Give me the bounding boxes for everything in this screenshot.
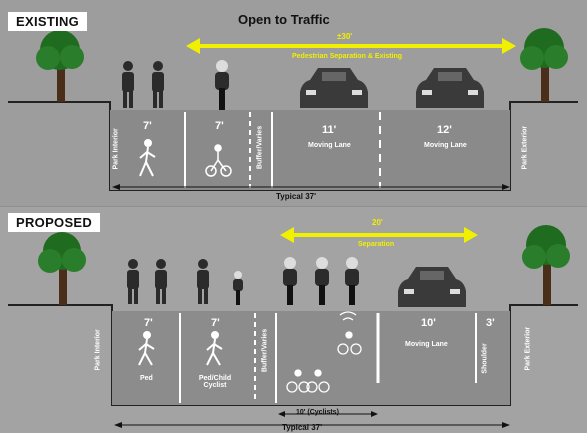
lane-name: Moving Lane bbox=[424, 142, 467, 149]
lane-width: 3' bbox=[486, 317, 495, 329]
pedestrian-icon bbox=[127, 259, 139, 304]
proposed-separation-label: 20' bbox=[372, 218, 383, 227]
park-exterior-label: Park Exterior bbox=[521, 125, 529, 170]
pedestrian-icon bbox=[197, 259, 209, 304]
existing-section-drawing bbox=[8, 28, 578, 191]
lane-width: 12' bbox=[437, 124, 452, 136]
park-exterior-label: Park Exterior bbox=[524, 326, 532, 371]
cyclist-icon bbox=[345, 257, 359, 305]
tree-icon-left bbox=[38, 232, 86, 305]
bicycle-symbol-icon bbox=[205, 144, 232, 177]
cyclists-span-dimension bbox=[278, 411, 378, 417]
pedestrian-icon bbox=[155, 259, 167, 304]
existing-roadway bbox=[110, 110, 510, 190]
lane-name: Ped bbox=[140, 375, 153, 382]
lane-width: 11' bbox=[322, 124, 337, 136]
park-interior-label: Park Interior bbox=[94, 329, 102, 371]
proposed-separation-arrow bbox=[280, 227, 478, 243]
proposed-separation-sublabel: Separation bbox=[358, 241, 395, 248]
proposed-section: PROPOSED 20' Separation 7' Ped 7' Ped/Ch… bbox=[0, 207, 587, 433]
bicycle-group-icon bbox=[286, 369, 330, 393]
proposed-roadway bbox=[112, 311, 510, 405]
existing-separation-arrow bbox=[186, 38, 516, 54]
child-cyclist-icon bbox=[233, 271, 243, 305]
pedestrian-icon bbox=[122, 61, 134, 108]
existing-separation-label: ±30' bbox=[337, 32, 353, 41]
proposed-section-drawing bbox=[8, 225, 578, 428]
tree-icon-right bbox=[522, 225, 570, 305]
bicycle-symbol-icon bbox=[337, 311, 362, 355]
existing-title: Open to Traffic bbox=[238, 12, 330, 27]
proposed-total-label: Typical 37' bbox=[282, 423, 322, 432]
lane-name: Ped/Child Cyclist bbox=[198, 375, 232, 389]
tree-icon-right bbox=[520, 28, 568, 102]
lane-width: 7' bbox=[215, 120, 224, 132]
existing-total-label: Typical 37' bbox=[276, 192, 316, 201]
walking-symbol-icon bbox=[206, 331, 223, 366]
car-icon bbox=[398, 267, 466, 307]
tree-icon-left bbox=[36, 30, 84, 102]
cyclists-span-label: 10' (Cyclists) bbox=[296, 409, 339, 416]
shoulder-label: Shoulder bbox=[481, 343, 489, 374]
walking-symbol-icon bbox=[138, 331, 155, 366]
lane-width: 10' bbox=[421, 317, 436, 329]
existing-total-dimension bbox=[112, 184, 510, 190]
buffer-label: Buffer/Varies bbox=[261, 328, 269, 373]
proposed-total-dimension bbox=[114, 422, 510, 428]
car-icon bbox=[300, 68, 368, 108]
lane-width: 7' bbox=[211, 317, 220, 329]
existing-separation-sublabel: Pedestrian Separation & Existing bbox=[292, 53, 403, 60]
cyclist-icon bbox=[315, 257, 329, 305]
lane-name: Moving Lane bbox=[308, 142, 351, 149]
lane-width: 7' bbox=[144, 317, 153, 329]
existing-tag: EXISTING bbox=[8, 12, 88, 31]
existing-section: EXISTING Open to Traffic ±30' Pedestrian… bbox=[0, 0, 587, 206]
proposed-tag: PROPOSED bbox=[8, 213, 101, 232]
cyclist-icon bbox=[283, 257, 297, 305]
pedestrian-icon bbox=[152, 61, 164, 108]
park-interior-label: Park Interior bbox=[112, 128, 120, 170]
lane-width: 7' bbox=[143, 120, 152, 132]
buffer-label: Buffer/Varies bbox=[256, 125, 264, 170]
cyclist-icon bbox=[215, 60, 229, 110]
lane-name: Moving Lane bbox=[405, 341, 448, 348]
car-icon bbox=[416, 68, 484, 108]
walking-symbol-icon bbox=[139, 139, 156, 177]
